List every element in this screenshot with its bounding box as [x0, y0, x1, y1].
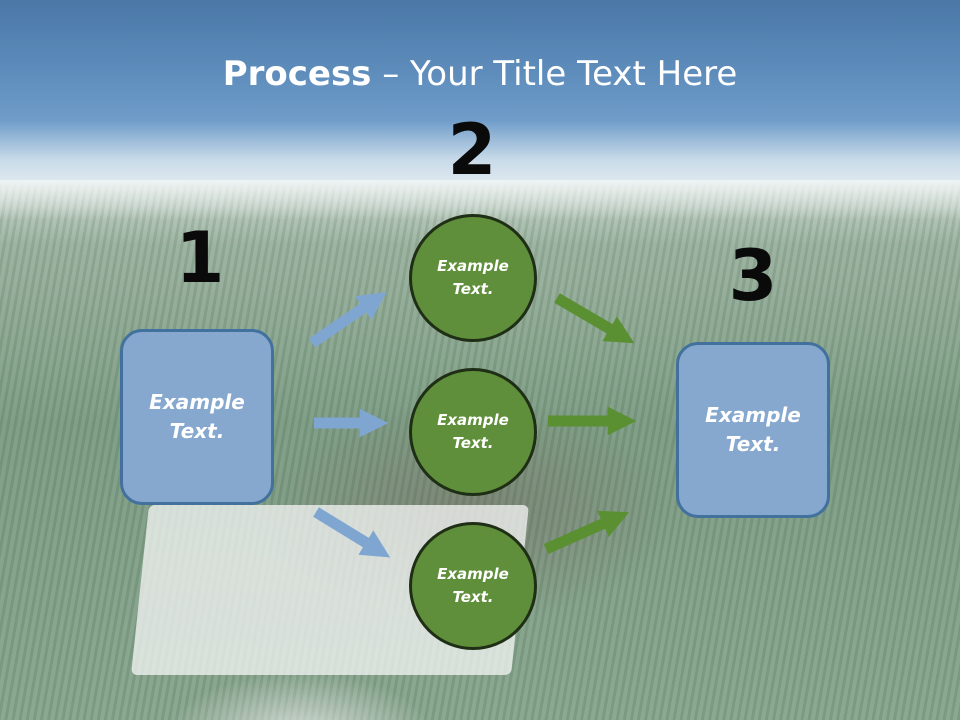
circle-top-label: Example Text. [437, 257, 509, 298]
left-box-label: Example Text. [149, 390, 245, 443]
arrow-green-up [543, 510, 630, 555]
circle-top: Example Text. [409, 214, 537, 342]
arrow-blue-up [308, 291, 387, 348]
step-number-2: 2 [447, 109, 497, 191]
arrow-blue-down [313, 507, 391, 558]
step-number-3: 3 [728, 235, 778, 317]
right-box: Example Text. [676, 342, 830, 518]
horizon-fade [0, 180, 960, 220]
circle-middle-label: Example Text. [437, 411, 509, 452]
title-bold: Process [222, 54, 372, 94]
title-rest: – Your Title Text Here [371, 54, 738, 94]
step-number-1: 1 [175, 217, 225, 299]
circle-bottom-label: Example Text. [437, 565, 509, 606]
sky-background [0, 0, 960, 200]
circle-middle: Example Text. [409, 368, 537, 496]
arrow-green-down [554, 293, 635, 344]
circle-bottom: Example Text. [409, 522, 537, 650]
slide-title: Process – Your Title Text Here [0, 52, 960, 96]
right-box-label: Example Text. [705, 403, 801, 456]
left-box: Example Text. [120, 329, 274, 505]
